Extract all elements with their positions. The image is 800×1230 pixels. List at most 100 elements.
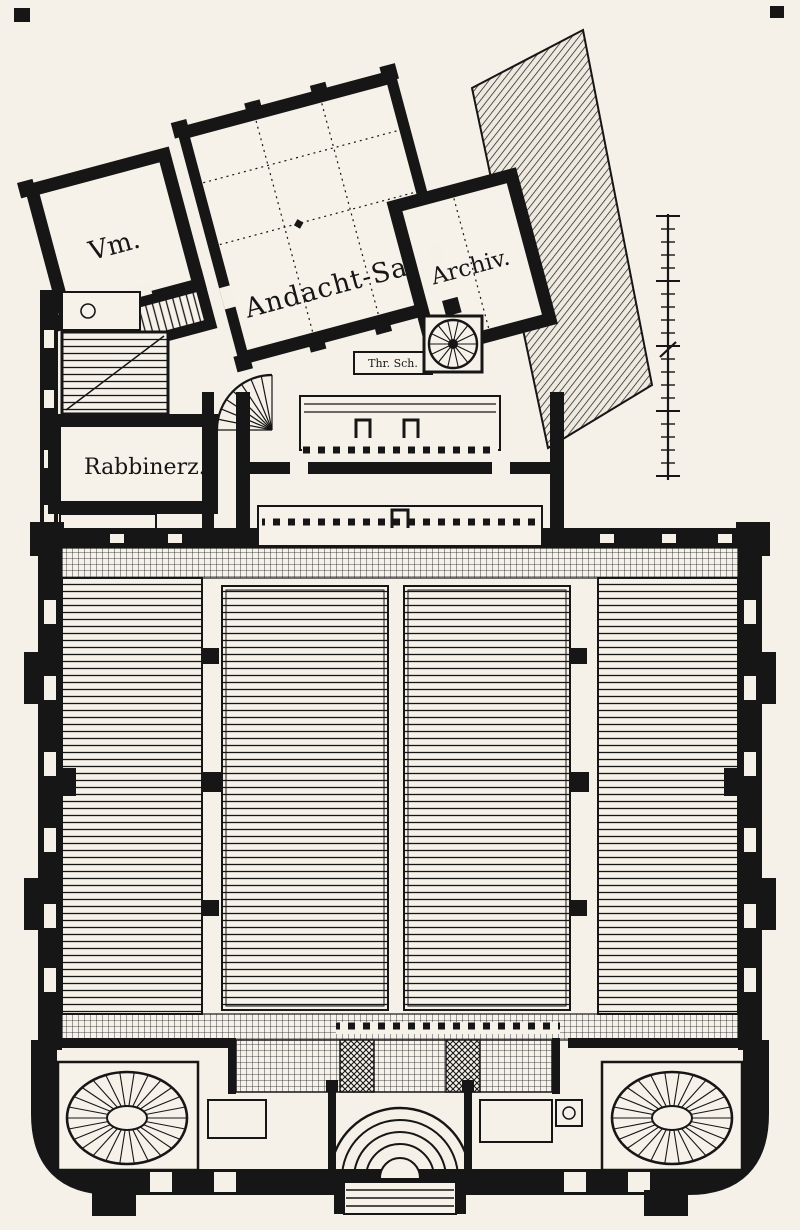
stair-tread-line xyxy=(225,398,273,431)
wall-segment xyxy=(236,462,564,474)
pew-block-frame xyxy=(225,589,385,1007)
pew-block-center-left xyxy=(221,585,389,1011)
wall-notch xyxy=(744,600,756,624)
ceiling-dotted-line xyxy=(219,191,416,246)
thora-box-label: Thr. Sch. xyxy=(368,357,418,370)
wall-notch xyxy=(214,1172,236,1192)
wall-segment xyxy=(38,1038,228,1048)
small-room xyxy=(61,291,141,331)
room-archiv xyxy=(399,180,545,345)
wall-notch xyxy=(44,676,56,700)
bracket-pier xyxy=(390,508,410,528)
wall-notch xyxy=(744,828,756,852)
pilaster xyxy=(379,63,399,83)
wall-segment xyxy=(228,1038,236,1094)
plate-mark xyxy=(14,8,30,22)
wall-notch xyxy=(44,904,56,928)
wall-pier xyxy=(724,768,738,796)
fixture-circle xyxy=(80,303,96,319)
step-cheek xyxy=(456,1182,466,1214)
wall-notch xyxy=(744,752,756,776)
column xyxy=(571,900,587,916)
wall-notch xyxy=(744,676,756,700)
ceiling-dotted-line xyxy=(203,129,399,184)
pilaster xyxy=(17,178,37,199)
balustrade-dots xyxy=(302,444,498,456)
wall-notch xyxy=(44,330,54,348)
crosshatch-pier xyxy=(339,1039,375,1093)
corner-pier xyxy=(736,522,770,556)
wall-notch xyxy=(110,534,124,543)
center-mark xyxy=(293,219,304,229)
ceiling-dotted-line xyxy=(255,120,314,332)
ceiling-dotted-line xyxy=(453,198,490,329)
pew-block-right xyxy=(597,577,739,1015)
wall-pier xyxy=(62,768,76,796)
stair-tread-line xyxy=(220,408,273,431)
door-gap xyxy=(290,462,308,474)
bracket-pier xyxy=(402,418,420,438)
stair-tread-line xyxy=(240,383,273,431)
step-cheek xyxy=(334,1182,344,1214)
small-room xyxy=(555,1099,583,1127)
pilaster xyxy=(442,296,462,317)
entrance-niche xyxy=(379,1157,421,1179)
wall-notch xyxy=(150,1172,172,1192)
entrance-arc xyxy=(365,1143,435,1179)
stair-tread-line xyxy=(250,378,273,431)
wall-notch xyxy=(44,968,56,992)
pilaster xyxy=(462,1080,474,1092)
stair-tread-line xyxy=(232,390,273,431)
column xyxy=(203,900,219,916)
wall-notch xyxy=(44,752,56,776)
wall-notch xyxy=(44,600,56,624)
buttress xyxy=(92,1190,136,1216)
scale-bar xyxy=(656,214,680,480)
corner-pier xyxy=(30,522,64,556)
entrance-arc xyxy=(353,1131,447,1179)
small-room xyxy=(207,1099,267,1139)
plate-mark xyxy=(770,6,784,18)
wall-segment xyxy=(552,1038,560,1094)
door-gap xyxy=(492,462,510,474)
buttress xyxy=(24,878,38,930)
pew-block-frame xyxy=(407,589,567,1007)
column xyxy=(571,648,587,664)
wall-notch xyxy=(564,1172,586,1192)
pew-block-left xyxy=(61,577,203,1015)
buttress xyxy=(762,652,776,704)
entrance-arc xyxy=(328,1106,472,1179)
wall-segment xyxy=(328,1092,336,1180)
room-andacht-saal xyxy=(187,82,447,353)
column xyxy=(569,772,589,792)
pilaster xyxy=(233,352,253,373)
wall-notch xyxy=(168,534,182,543)
apse-junction: Thr. Sch. xyxy=(215,314,564,547)
stair-tread-line xyxy=(217,418,273,431)
door-gap xyxy=(427,241,446,265)
scale-bar-slash xyxy=(659,341,677,358)
wall-segment xyxy=(464,1092,472,1180)
stair-direction-line xyxy=(65,335,165,411)
column xyxy=(201,772,221,792)
stair-tread-line xyxy=(260,375,273,431)
pilaster xyxy=(309,81,330,102)
entrance-arc xyxy=(341,1119,459,1179)
pew-block-center-right xyxy=(403,585,571,1011)
wall-notch xyxy=(744,904,756,928)
pilaster xyxy=(326,1080,338,1092)
fixture-circle xyxy=(562,1106,576,1120)
buttress xyxy=(24,652,38,704)
buttress xyxy=(644,1190,688,1216)
wall-notch xyxy=(662,534,676,543)
room-label-rabbinerz: Rabbinerz. xyxy=(84,455,206,480)
ceiling-dotted-line xyxy=(321,103,379,315)
wall-notch xyxy=(718,534,732,543)
oval-stair-newel xyxy=(106,1105,148,1131)
wall-notch xyxy=(628,1172,650,1192)
checker-band xyxy=(235,1039,553,1093)
small-room xyxy=(479,1099,553,1143)
pilaster xyxy=(372,315,393,336)
